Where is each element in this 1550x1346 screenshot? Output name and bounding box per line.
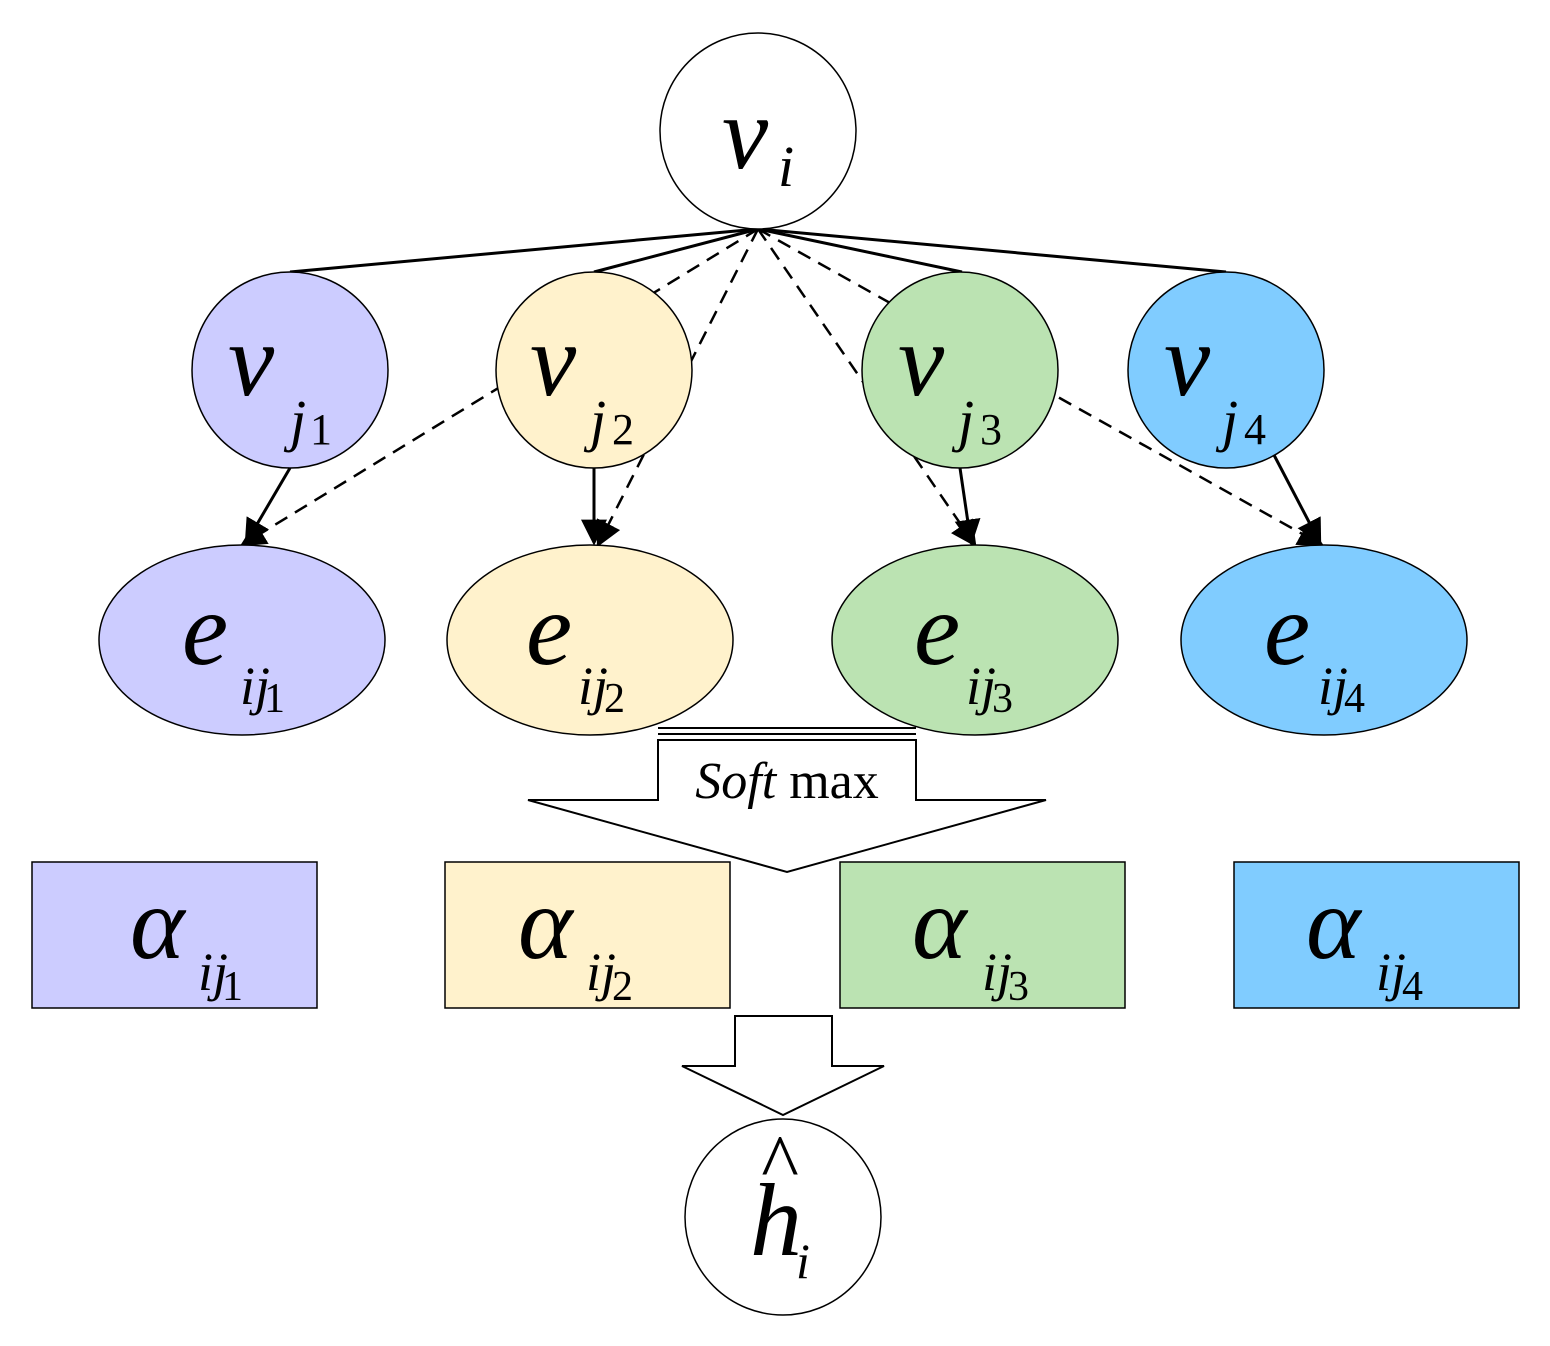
score-node-1-shape	[98, 544, 386, 736]
attention-weight-3-sub: ij	[982, 942, 1012, 1002]
neighbor-node-4-subsub: 4	[1244, 405, 1266, 454]
neighbor-node-3-subsub: 3	[980, 405, 1002, 454]
neighbor-node-1-subsub: 1	[310, 405, 332, 454]
attention-weight-3-box	[839, 861, 1126, 1009]
output-node-symbol: h	[750, 1163, 802, 1278]
softmax-label: Soft max	[695, 753, 878, 810]
score-node-4-shape	[1180, 544, 1468, 736]
neighbor-node-2: v j 2	[495, 271, 693, 469]
attention-weight-4-box	[1233, 861, 1520, 1009]
score-node-3-shape	[831, 544, 1119, 736]
score-node-2-symbol: e	[526, 572, 572, 687]
attention-weight-4: α ij 4	[1233, 861, 1520, 1010]
score-node-3: e ij 3	[831, 544, 1119, 736]
attention-weight-2-symbol: α	[518, 866, 575, 981]
edge-vi-vj1	[289, 227, 759, 274]
solid-arrows	[244, 454, 1322, 546]
score-node-4: e ij 4	[1180, 544, 1468, 736]
attention-weight-1-box	[31, 861, 318, 1009]
attention-weight-4-sub: ij	[1376, 942, 1406, 1002]
aggregate-arrow	[681, 1015, 885, 1117]
arrow-vj4-e4	[1272, 454, 1322, 546]
attention-weight-4-symbol: α	[1306, 866, 1363, 981]
attention-weight-2-box	[444, 861, 731, 1009]
center-node-symbol: v	[722, 76, 769, 191]
edge-vi-vj4	[757, 227, 1227, 274]
neighbor-node-3: v j 3	[861, 271, 1059, 469]
attention-weight-3-symbol: α	[912, 866, 969, 981]
score-node-3-sub: ij	[966, 656, 996, 716]
score-node-3-symbol: e	[914, 572, 960, 687]
output-node-hat: ^	[761, 1120, 799, 1208]
score-node-2-shape	[446, 544, 734, 736]
score-node-4-symbol: e	[1264, 572, 1310, 687]
score-node-2-subsub: 2	[604, 676, 625, 722]
score-node-1-symbol: e	[182, 572, 228, 687]
score-node-4-subsub: 4	[1344, 676, 1365, 722]
softmax-arrow: Soft max	[527, 727, 1047, 874]
score-node-3-subsub: 3	[992, 676, 1013, 722]
attention-weight-2: α ij 2	[444, 861, 731, 1010]
neighbor-node-4-shape	[1127, 271, 1325, 469]
attention-weight-1-subsub: 1	[222, 964, 243, 1010]
center-node: v i	[659, 32, 857, 230]
attention-weight-2-sub: ij	[586, 942, 616, 1002]
attention-weight-1-sub: ij	[198, 942, 228, 1002]
output-node: ^ h i	[684, 1118, 882, 1316]
output-node-sub: i	[796, 1233, 810, 1289]
score-node-1-subsub: 1	[264, 676, 285, 722]
solid-edges	[289, 227, 1227, 274]
neighbor-node-2-subsub: 2	[612, 405, 634, 454]
score-node-1: e ij 1	[98, 544, 386, 736]
score-node-4-sub: ij	[1318, 656, 1348, 716]
neighbor-node-4-symbol: v	[1164, 303, 1211, 418]
neighbor-node-3-symbol: v	[898, 303, 945, 418]
dashed-edge-vi-e2	[596, 228, 760, 548]
score-node-2: e ij 2	[446, 544, 734, 736]
neighbor-node-1: v j 1	[191, 271, 389, 469]
edge-vi-vj3	[757, 227, 963, 274]
edge-vi-vj2	[593, 227, 759, 274]
attention-weight-3-subsub: 3	[1008, 964, 1029, 1010]
attention-weight-1: α ij 1	[31, 861, 318, 1010]
attention-weight-4-subsub: 4	[1402, 964, 1423, 1010]
center-node-sub: i	[778, 134, 794, 199]
arrow-vj1-e1	[244, 467, 292, 546]
arrow-vj3-e3	[954, 467, 981, 546]
output-node-shape	[684, 1118, 882, 1316]
score-node-2-sub: ij	[578, 656, 608, 716]
attention-weight-3: α ij 3	[839, 861, 1126, 1010]
neighbor-node-1-symbol: v	[228, 303, 275, 418]
score-node-1-sub: ij	[240, 656, 270, 716]
neighbor-node-4: v j 4	[1127, 271, 1325, 469]
attention-weight-1-symbol: α	[130, 866, 187, 981]
neighbor-node-2-symbol: v	[530, 303, 577, 418]
attention-weight-2-subsub: 2	[612, 964, 633, 1010]
